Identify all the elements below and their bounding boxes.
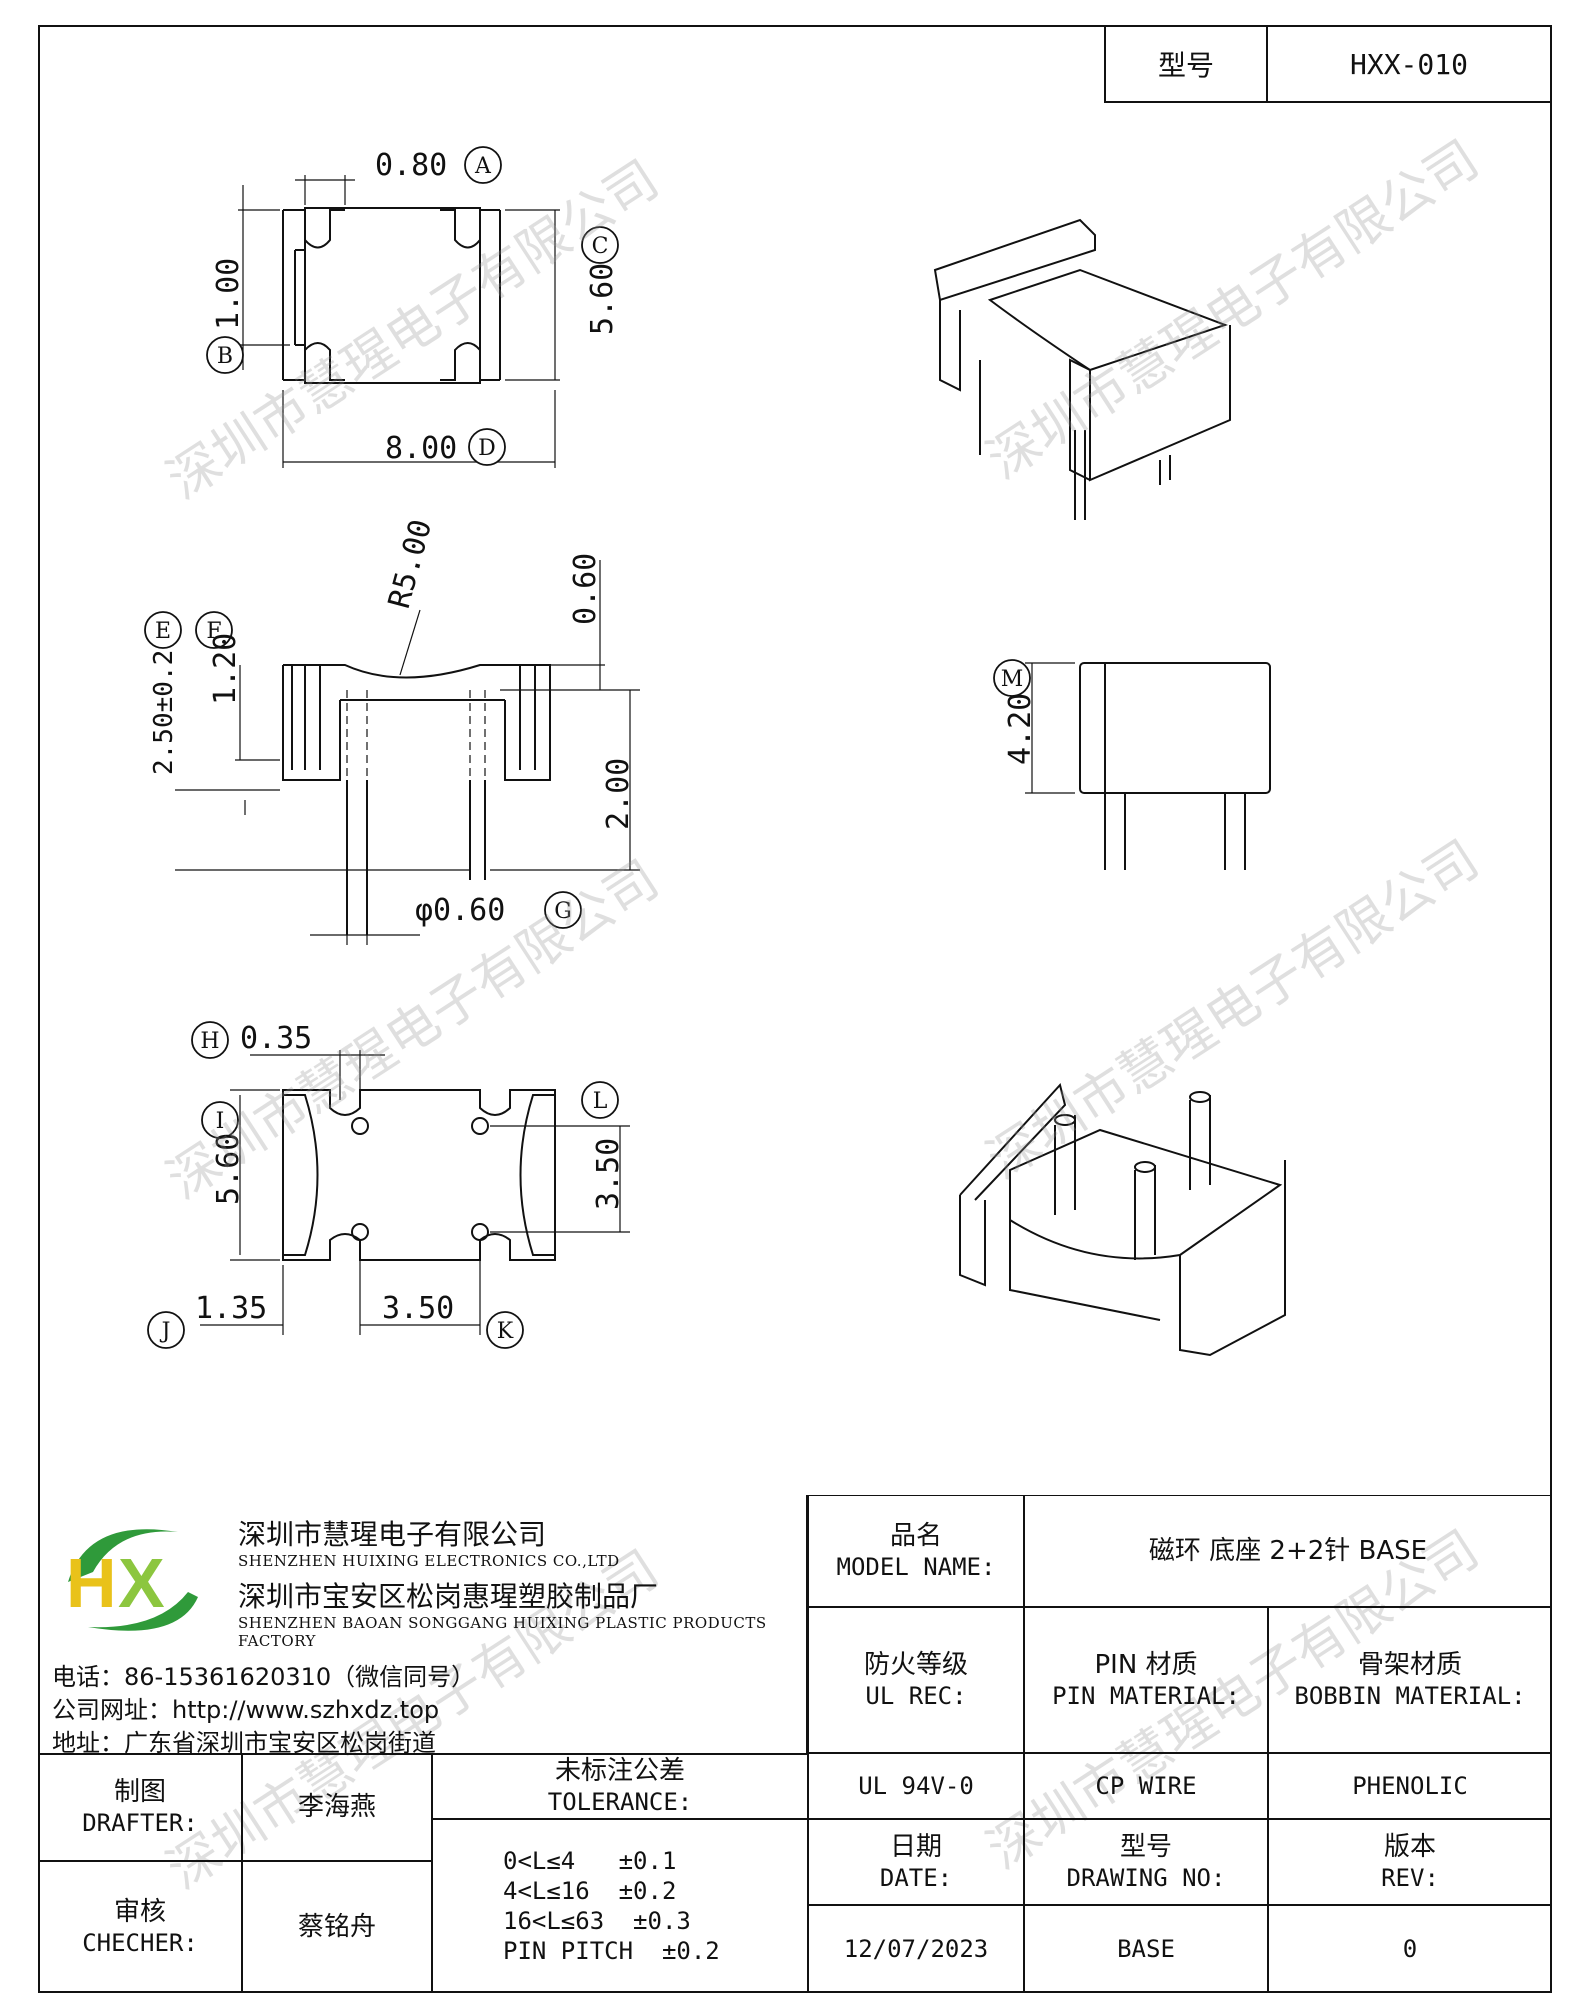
dim-c: 5.60 bbox=[585, 263, 620, 335]
tolerance-line-2: 4<L≤16 ±0.2 bbox=[503, 1877, 677, 1905]
dim-pin-len: 2.00 bbox=[601, 758, 636, 830]
company-name-en: SHENZHEN HUIXING ELECTRONICS CO.,LTD bbox=[238, 1552, 620, 1570]
tolerance-line-4: PIN PITCH ±0.2 bbox=[503, 1937, 720, 1965]
front-view bbox=[1079, 662, 1271, 870]
factory-name-en: SHENZHEN BAOAN SONGGANG HUIXING PLASTIC … bbox=[238, 1614, 767, 1650]
bobbin-material-value: PHENOLIC bbox=[1268, 1753, 1552, 1819]
dim-k: 3.50 bbox=[382, 1291, 454, 1326]
pin-material-value: CP WIRE bbox=[1024, 1753, 1268, 1819]
dim-m: 4.20 bbox=[1003, 693, 1038, 765]
date-value: 12/07/2023 bbox=[808, 1905, 1024, 1993]
model-value: HXX-010 bbox=[1349, 47, 1468, 81]
callout-g bbox=[544, 891, 582, 929]
date-label: 日期 DATE: bbox=[808, 1819, 1024, 1905]
company-phone: 电话：86-15361620310（微信同号） bbox=[52, 1663, 476, 1691]
title-block-vdivider bbox=[806, 1495, 808, 1753]
callout-i bbox=[201, 1101, 239, 1139]
callout-e bbox=[144, 611, 182, 649]
drawing-no-value: BASE bbox=[1024, 1905, 1268, 1993]
company-address: 地址：广东省深圳市宝安区松岗街道 bbox=[52, 1729, 436, 1757]
callout-d-label: D bbox=[478, 436, 496, 461]
callout-j-label: J bbox=[160, 1319, 171, 1344]
model-label: 型号 bbox=[1106, 27, 1268, 101]
drawing-no-label: 型号 DRAWING NO: bbox=[1024, 1819, 1268, 1905]
dim-f: 1.20 bbox=[208, 633, 243, 705]
dim-e: 2.50±0.2 bbox=[149, 650, 179, 775]
bottom-view bbox=[282, 1089, 556, 1261]
callout-a bbox=[464, 146, 502, 184]
callout-m-label: M bbox=[1001, 667, 1024, 692]
callout-l bbox=[581, 1081, 619, 1119]
callout-i-label: I bbox=[216, 1109, 225, 1134]
dim-r: R5.00 bbox=[382, 516, 439, 612]
dim-a: 0.80 bbox=[375, 148, 447, 183]
callout-c-label: C bbox=[592, 234, 609, 259]
company-website[interactable]: 公司网址：http://www.szhxdz.top bbox=[52, 1696, 440, 1724]
dim-l: 3.50 bbox=[591, 1138, 626, 1210]
callout-b bbox=[206, 336, 244, 374]
bobbin-material-label: 骨架材质 BOBBIN MATERIAL: bbox=[1268, 1607, 1552, 1753]
company-info: H X 深圳市慧瑆电子有限公司 SHENZHEN HUIXING ELECTRO… bbox=[38, 1497, 808, 1757]
callout-f-label: F bbox=[206, 619, 221, 644]
callout-h bbox=[191, 1021, 229, 1059]
pin-material-label: PIN 材质 PIN MATERIAL: bbox=[1024, 1607, 1268, 1753]
technical-drawing: A B C D E F G H I J K L M 0.80 1.00 5.60… bbox=[144, 146, 1286, 1357]
callout-c bbox=[581, 226, 619, 264]
checker-label: 审核 CHECHER: bbox=[38, 1861, 242, 1993]
drafter-name: 李海燕 bbox=[242, 1753, 432, 1861]
callout-k bbox=[486, 1311, 524, 1349]
rev-label: 版本 REV: bbox=[1268, 1819, 1552, 1905]
callout-h-label: H bbox=[200, 1029, 219, 1054]
company-logo: H X bbox=[66, 1529, 198, 1631]
drafter-label: 制图 DRAFTER: bbox=[38, 1753, 242, 1861]
tolerance-label: 未标注公差 TOLERANCE: bbox=[432, 1753, 808, 1819]
callout-e-label: E bbox=[155, 619, 171, 644]
iso-view-top bbox=[933, 218, 1231, 520]
callout-k-label: K bbox=[497, 1319, 514, 1344]
callout-circles bbox=[144, 146, 1031, 1349]
dim-g: φ0.60 bbox=[415, 893, 505, 928]
model-name-label: 品名 MODEL NAME: bbox=[808, 1495, 1024, 1607]
callout-j bbox=[147, 1311, 185, 1349]
callout-f bbox=[195, 611, 233, 649]
top-view bbox=[282, 207, 501, 384]
company-name-cn: 深圳市慧瑆电子有限公司 bbox=[238, 1518, 547, 1551]
tolerance-table: 0<L≤4 ±0.1 4<L≤16 ±0.2 16<L≤63 ±0.3 PIN … bbox=[432, 1819, 808, 1993]
model-name-value: 磁环 底座 2+2针 BASE bbox=[1024, 1495, 1552, 1607]
tolerance-line-3: 16<L≤63 ±0.3 bbox=[503, 1907, 691, 1935]
dim-h: 0.35 bbox=[240, 1021, 312, 1056]
checker-name: 蔡铭舟 bbox=[242, 1861, 432, 1993]
callout-g-label: G bbox=[554, 899, 572, 924]
dim-b: 1.00 bbox=[211, 258, 246, 330]
logo-x: X bbox=[118, 1544, 165, 1622]
iso-view-bottom bbox=[959, 1082, 1286, 1357]
factory-name-cn: 深圳市宝安区松岗惠瑆塑胶制品厂 bbox=[238, 1580, 659, 1613]
title-block-divider bbox=[38, 1753, 808, 1755]
callout-l-label: L bbox=[593, 1089, 608, 1114]
side-view bbox=[282, 664, 551, 935]
ul-label: 防火等级 UL REC: bbox=[808, 1607, 1024, 1753]
callout-a-label: A bbox=[474, 154, 492, 179]
model-number-box: 型号 HXX-010 bbox=[1104, 25, 1552, 103]
dim-top-gap: 0.60 bbox=[568, 553, 603, 625]
dim-d: 8.00 bbox=[385, 431, 457, 466]
tolerance-line-1: 0<L≤4 ±0.1 bbox=[503, 1847, 677, 1875]
callout-b-label: B bbox=[217, 344, 233, 369]
ul-value: UL 94V-0 bbox=[808, 1753, 1024, 1819]
callout-d bbox=[468, 428, 506, 466]
rev-value: 0 bbox=[1268, 1905, 1552, 1993]
logo-h: H bbox=[66, 1544, 117, 1622]
callout-m bbox=[993, 659, 1031, 697]
dim-j: 1.35 bbox=[195, 1291, 267, 1326]
dim-i: 5.60 bbox=[211, 1133, 246, 1205]
